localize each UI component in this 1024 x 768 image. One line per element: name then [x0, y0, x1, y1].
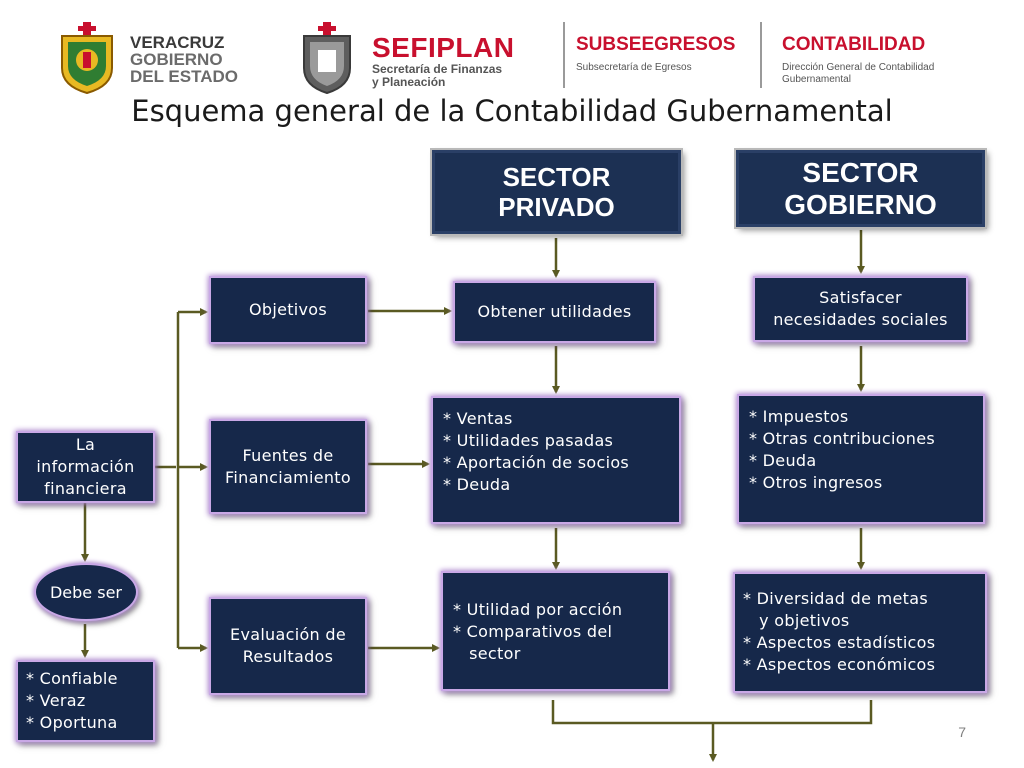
veracruz-line1: VERACRUZ [130, 33, 225, 52]
sector-privado-line1: SECTOR [502, 162, 611, 192]
veracruz-line3: DEL ESTADO [130, 67, 238, 86]
gobierno-fuentes-box: * Impuestos * Otras contribuciones * Deu… [737, 394, 985, 524]
sefiplan-emblem-logo [296, 22, 358, 95]
veracruz-line2: GOBIERNO [130, 50, 223, 69]
debe-ser-oval: Debe ser [34, 563, 138, 621]
gobierno-objetivo-box: Satisfacer necesidades sociales [753, 276, 968, 342]
evaluacion-resultados-box: Evaluación de Resultados [209, 597, 367, 695]
sector-gobierno-line1: SECTOR [802, 156, 919, 188]
objetivos-box: Objetivos [209, 276, 367, 344]
header-divider [760, 22, 762, 88]
contabilidad-sub2: Gubernamental [782, 74, 851, 85]
line-bottom-merge [551, 700, 873, 725]
privado-fuentes-box: * Ventas * Utilidades pasadas * Aportaci… [431, 396, 681, 524]
sector-gobierno-line2: GOBIERNO [784, 188, 937, 220]
sefiplan-sub1: Secretaría de Finanzas [372, 62, 503, 76]
header-divider [563, 22, 565, 88]
contabilidad-sub1: Dirección General de Contabilidad [782, 62, 935, 73]
sector-privado-header: SECTOR PRIVADO [432, 150, 681, 234]
gobierno-evaluacion-box: * Diversidad de metas y objetivos * Aspe… [733, 572, 987, 693]
sefiplan-subtitle: Secretaría de Finanzas y Planeación [372, 63, 502, 89]
subseegresos-sub: Subsecretaría de Egresos [576, 62, 692, 73]
fuentes-financiamiento-box: Fuentes de Financiamiento [209, 419, 367, 514]
informacion-financiera-box: La información financiera [16, 431, 155, 503]
sector-privado-line2: PRIVADO [498, 192, 615, 222]
privado-evaluacion-box: * Utilidad por acción * Comparativos del… [441, 571, 670, 691]
sector-gobierno-header: SECTOR GOBIERNO [736, 150, 985, 227]
veracruz-logo-text: VERACRUZ GOBIERNO DEL ESTADO [130, 34, 238, 85]
slide-title: Esquema general de la Contabilidad Guber… [131, 94, 893, 128]
contabilidad-subtitle: Dirección General de Contabilidad Gubern… [782, 62, 934, 86]
cualidades-box: * Confiable * Veraz * Oportuna [16, 660, 155, 742]
veracruz-shield-logo [56, 22, 118, 95]
sefiplan-name: SEFIPLAN [372, 32, 515, 63]
contabilidad-name: CONTABILIDAD [782, 34, 926, 55]
page-number: 7 [958, 724, 966, 740]
subseegresos-name: SUBSEEGRESOS [576, 34, 736, 55]
privado-objetivo-box: Obtener utilidades [453, 281, 656, 343]
sefiplan-sub2: y Planeación [372, 75, 446, 89]
